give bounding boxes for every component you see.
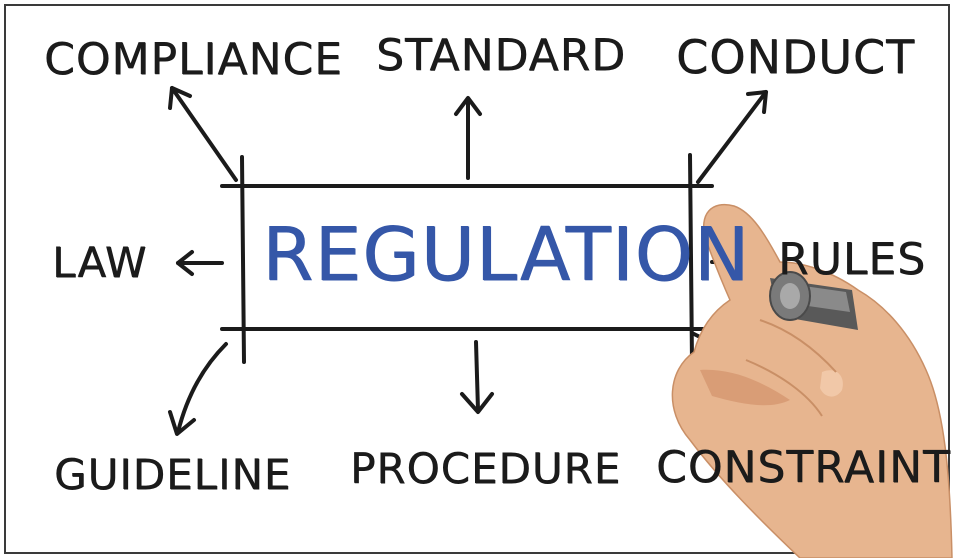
node-constraint: CONSTRAINT (656, 442, 951, 493)
arrow-to-conduct (696, 90, 768, 184)
node-rules: RULES (778, 234, 927, 285)
arrow-to-procedure (474, 340, 480, 412)
center-regulation: REGULATION (262, 212, 751, 298)
node-law: LAW (52, 238, 148, 287)
hand (671, 203, 953, 558)
box-right-line (688, 153, 694, 364)
arrow-to-compliance (170, 86, 238, 182)
node-guideline: GUIDELINE (54, 450, 292, 499)
arrow-to-guideline (176, 342, 228, 434)
node-compliance: COMPLIANCE (44, 34, 343, 85)
marker-pen (769, 271, 858, 330)
node-conduct: CONDUCT (676, 30, 916, 84)
node-standard: STANDARD (376, 30, 627, 81)
node-procedure: PROCEDURE (350, 444, 622, 493)
hand-with-marker (671, 203, 953, 558)
box-left-line (240, 155, 246, 364)
